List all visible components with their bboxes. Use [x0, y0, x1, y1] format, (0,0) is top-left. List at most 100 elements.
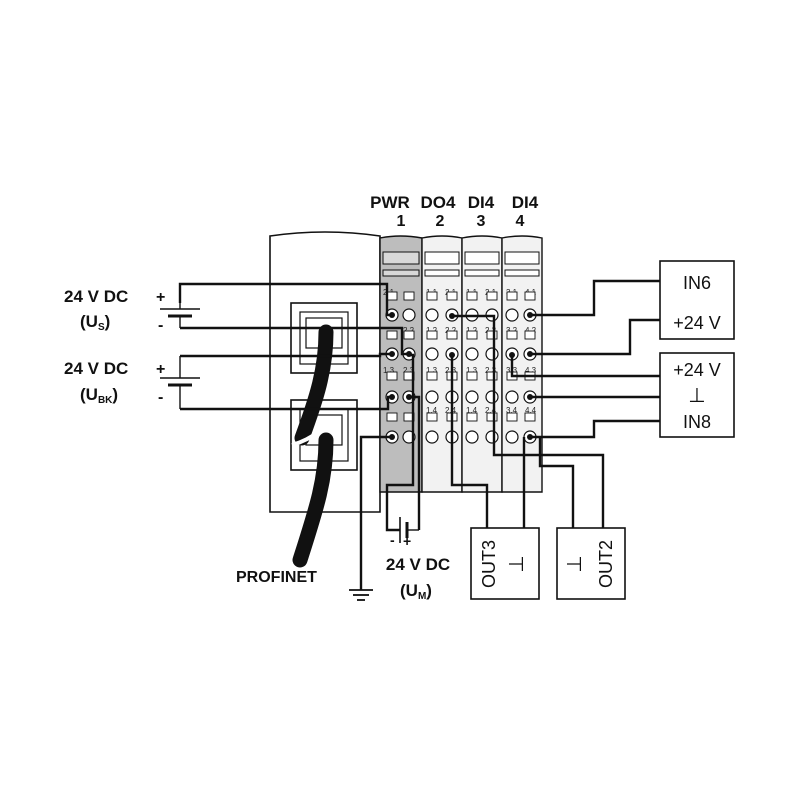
in8-supply-label: +24 V	[673, 360, 721, 380]
terminal-release	[486, 371, 498, 381]
us-voltage: 24 V DC	[64, 287, 128, 306]
profinet-label: PROFINET	[236, 569, 317, 586]
in6-supply-label: +24 V	[673, 313, 721, 333]
module-headings: PWR DO4 DI4 DI4 1 2 3 4	[370, 193, 539, 230]
um-minus: -	[390, 532, 395, 548]
m3-terminal-label: 2.3	[485, 366, 497, 375]
terminal-release	[506, 291, 518, 301]
device-out3: OUT3 ⊥	[470, 527, 540, 600]
terminal-release	[466, 412, 478, 422]
in8-ground-symbol: ⊥	[688, 385, 705, 407]
terminal-point	[425, 347, 439, 361]
um-plus: +	[403, 533, 411, 549]
terminal-point	[465, 390, 479, 404]
terminal-point	[485, 430, 499, 444]
m3-terminal-label: 2.2	[485, 326, 497, 335]
wiring	[178, 279, 660, 590]
um-voltage: 24 V DC	[386, 555, 450, 574]
out2-label: OUT2	[596, 540, 616, 588]
terminal-release	[524, 412, 536, 422]
in6-label: IN6	[683, 273, 711, 293]
module-2-number: 2	[436, 213, 445, 230]
device-in6: IN6 +24 V	[659, 260, 735, 340]
m3-terminal-label: 2.4	[485, 406, 497, 415]
um-name: (UM)	[400, 581, 432, 602]
terminal-release	[446, 330, 458, 340]
ubk-minus: -	[158, 389, 163, 406]
terminal-point	[465, 430, 479, 444]
module-2-name: DO4	[421, 193, 457, 212]
terminal-point	[402, 308, 416, 322]
terminal-release	[466, 371, 478, 381]
module-4-number: 4	[516, 213, 525, 230]
m3-terminal-label: 1.4	[466, 406, 478, 415]
us-plus: +	[156, 289, 165, 306]
terminal-point	[465, 347, 479, 361]
module-3-number: 3	[477, 213, 486, 230]
supply-ubk-labels: 24 V DC (UBK) + -	[64, 359, 165, 406]
m3-terminal-label: 1.3	[466, 366, 478, 375]
terminal-release	[426, 412, 438, 422]
ubk-voltage: 24 V DC	[64, 359, 128, 378]
ubk-plus: +	[156, 361, 165, 378]
terminal-point	[505, 308, 519, 322]
module-3-name: DI4	[468, 193, 495, 212]
terminal-release	[426, 371, 438, 381]
profinet-cable	[291, 324, 334, 568]
terminal-release	[466, 291, 478, 301]
io-modules	[379, 235, 543, 493]
m3-terminal-label: 1.2	[466, 326, 478, 335]
terminal-release	[403, 330, 415, 340]
terminal-point	[425, 390, 439, 404]
terminal-release	[386, 371, 398, 381]
module-1-number: 1	[397, 213, 406, 230]
device-in8: +24 V ⊥ IN8	[659, 352, 735, 438]
supply-um-labels: - + 24 V DC (UM)	[386, 532, 450, 602]
ground-icon	[349, 589, 373, 601]
module-1-name: PWR	[370, 193, 410, 212]
in8-label: IN8	[683, 412, 711, 432]
m2-terminal-label: 1.4	[426, 406, 438, 415]
terminal-point	[505, 390, 519, 404]
out2-ground-symbol: ⊥	[564, 555, 586, 572]
m2-terminal-label: 2.2	[445, 326, 457, 335]
m4-terminal-label: 3.4	[506, 406, 518, 415]
out3-ground-symbol: ⊥	[506, 555, 528, 572]
out3-label: OUT3	[479, 540, 499, 588]
pwr-terminal-label: 2.2	[403, 326, 415, 335]
device-out2: ⊥ OUT2	[556, 527, 626, 600]
m4-terminal-label: 4.2	[525, 326, 537, 335]
m4-terminal-label: 4.4	[525, 406, 537, 415]
connection-dots	[389, 312, 533, 440]
terminal-release	[486, 330, 498, 340]
terminal-point	[425, 308, 439, 322]
terminal-release	[446, 291, 458, 301]
terminal-point	[505, 430, 519, 444]
terminal-release	[386, 330, 398, 340]
m2-terminal-label: 1.2	[426, 326, 438, 335]
m2-terminal-label: 1.3	[426, 366, 438, 375]
terminal-release	[466, 330, 478, 340]
terminal-release	[486, 412, 498, 422]
pwr-terminal-label: 2.3	[403, 366, 415, 375]
terminal-release	[386, 412, 398, 422]
terminal-release	[486, 291, 498, 301]
terminal-point	[485, 390, 499, 404]
terminal-release	[506, 330, 518, 340]
m4-terminal-label: 3.2	[506, 326, 518, 335]
terminal-release	[524, 330, 536, 340]
terminal-release	[426, 291, 438, 301]
m4-terminal-label: 4.3	[525, 366, 537, 375]
ubk-name: (UBK)	[80, 385, 118, 406]
terminal-release	[506, 412, 518, 422]
supply-us	[160, 303, 200, 328]
terminal-release	[403, 291, 415, 301]
us-minus: -	[158, 317, 163, 334]
supply-ubk	[160, 356, 200, 409]
terminal-release	[524, 291, 536, 301]
supply-us-labels: 24 V DC (US) + -	[64, 287, 165, 334]
terminal-point	[485, 347, 499, 361]
module-4-name: DI4	[512, 193, 539, 212]
terminal-release	[426, 330, 438, 340]
terminal-release	[386, 291, 398, 301]
